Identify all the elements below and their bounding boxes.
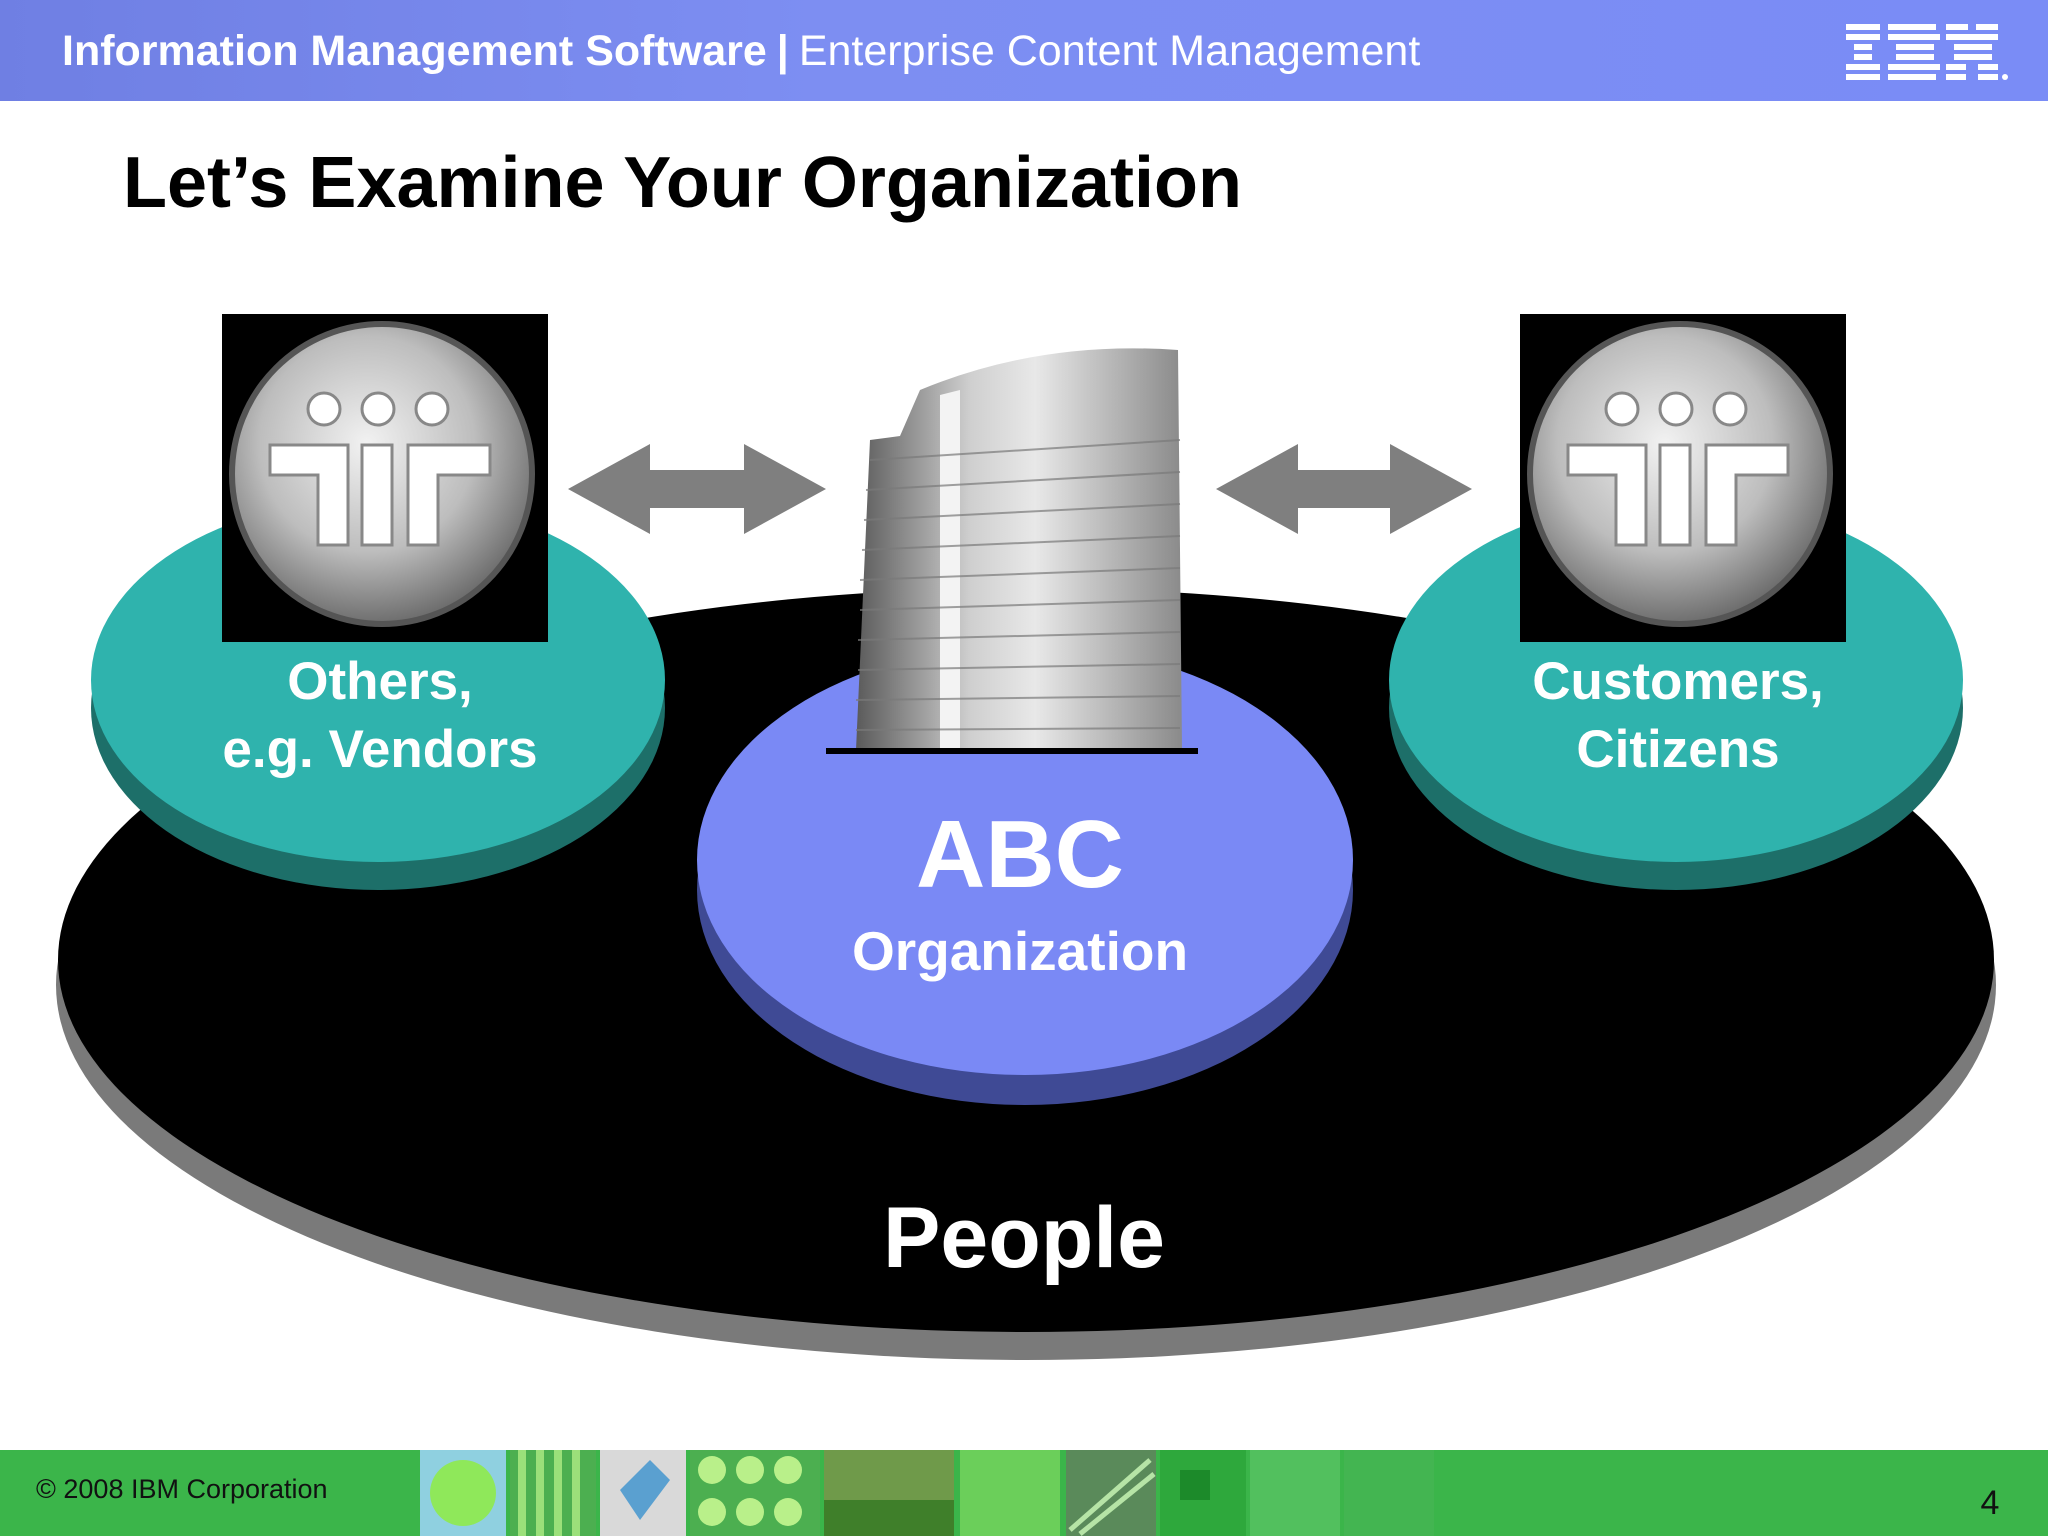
right-node-line2: Citizens [1576,720,1780,779]
double-arrow-right-icon [1216,444,1472,534]
left-node-label: Others, e.g. Vendors [180,648,580,784]
copyright: © 2008 IBM Corporation [36,1474,328,1504]
center-node-name: ABC [916,801,1124,908]
left-node-line1: Others, [287,652,473,711]
ibm-logo [1846,24,2008,80]
office-building-icon [826,348,1198,754]
footer-image-strip [420,1450,1434,1536]
header-bar: Information Management Software|Enterpri… [0,0,2048,101]
left-node-line2: e.g. Vendors [222,720,538,779]
people-group-icon [222,314,548,642]
right-node-line1: Customers, [1532,652,1824,711]
center-node-subtitle: Organization [851,920,1189,982]
base-label: People [883,1190,1165,1286]
people-group-icon [1520,314,1846,642]
right-node-label: Customers, Citizens [1478,648,1878,784]
header-product: Information Management Software [62,27,767,75]
double-arrow-left-icon [568,444,826,534]
slide-title: Let’s Examine Your Organization [123,143,1242,223]
header-text: Information Management Software|Enterpri… [62,24,1420,78]
header-separator: | [776,27,789,75]
page-number: 4 [1980,1484,2000,1522]
header-area: Enterprise Content Management [798,27,1421,75]
